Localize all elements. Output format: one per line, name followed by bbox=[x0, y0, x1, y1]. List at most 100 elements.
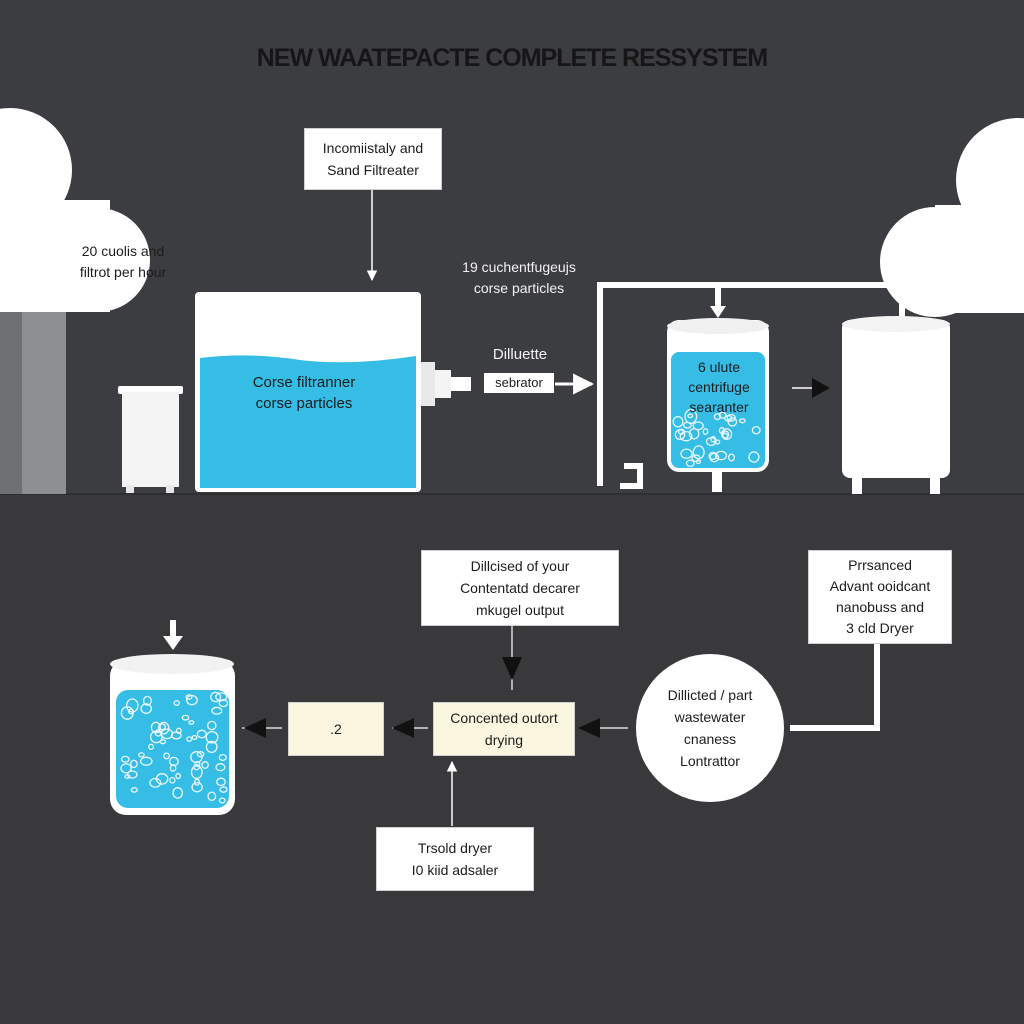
bubble bbox=[705, 436, 717, 447]
flow-arrow-mid-to-small bbox=[392, 718, 428, 738]
contractor-circle: Dillicted / part wastewater cnaness Lont… bbox=[636, 654, 784, 802]
bubble bbox=[695, 459, 702, 465]
bubble bbox=[173, 700, 180, 706]
contractor-line-3: cnaness bbox=[683, 731, 737, 747]
bubble bbox=[169, 776, 176, 784]
bubble bbox=[713, 413, 722, 421]
pipe-arrow-down-right bbox=[894, 296, 910, 308]
centrifuge-tank bbox=[667, 318, 769, 492]
bubble bbox=[191, 734, 198, 741]
output-box: Dillcised of your Contentatd decarer mku… bbox=[421, 550, 619, 626]
main-filter-tank bbox=[195, 292, 471, 492]
contractor-line-4: Lontrattor bbox=[680, 753, 740, 769]
contractor-line-1: Dillicted / part bbox=[667, 687, 753, 703]
bubble bbox=[739, 418, 746, 424]
bubble bbox=[708, 451, 718, 461]
bubble bbox=[188, 720, 195, 725]
bubble bbox=[215, 763, 226, 772]
dryer-pipe bbox=[790, 644, 880, 731]
storage-arrow-head bbox=[812, 378, 830, 398]
drying-box-line-1: Concented outort bbox=[450, 710, 558, 726]
callout-line-2: Sand Filtreater bbox=[327, 162, 419, 178]
main-tank-line-1: Corse filtranner bbox=[252, 374, 356, 391]
centrifuge-tank-line-3: searanter bbox=[689, 399, 749, 415]
bubble bbox=[679, 430, 693, 442]
bubble bbox=[718, 411, 727, 419]
drying-box-line-2: drying bbox=[484, 732, 524, 748]
bubble bbox=[724, 414, 733, 422]
bubble bbox=[138, 752, 145, 758]
bubble bbox=[210, 691, 222, 703]
bubble bbox=[727, 453, 736, 462]
left-wall-shadow bbox=[0, 312, 22, 494]
centrifuge-note: 19 cuchentfugeujs corse particles bbox=[430, 257, 608, 299]
bubble bbox=[172, 787, 184, 799]
bubble bbox=[148, 743, 155, 750]
bubble bbox=[692, 445, 705, 460]
bubble bbox=[149, 777, 162, 788]
storage-tank bbox=[842, 316, 950, 494]
rate-note-line-2: filtrot per hour bbox=[79, 264, 167, 280]
bubble bbox=[709, 452, 720, 463]
bubble bbox=[196, 729, 207, 739]
dryer-spec-line-2: Advant ooidcant bbox=[829, 578, 931, 594]
dilute-note-label: sebrator bbox=[484, 373, 554, 393]
bubble bbox=[175, 772, 181, 780]
bubble bbox=[722, 432, 729, 440]
centrifuge-tank-line-2: centrifuge bbox=[688, 379, 750, 395]
centrifuge-tank-line-1: 6 ulute bbox=[697, 359, 741, 375]
bubble bbox=[692, 421, 704, 431]
bubble bbox=[748, 451, 760, 463]
bubble bbox=[139, 756, 153, 766]
callout-line-1: Incomiistaly and bbox=[322, 140, 424, 156]
bubble bbox=[677, 428, 685, 435]
bubble bbox=[672, 415, 684, 428]
output-arrow-head bbox=[502, 657, 522, 680]
bubble bbox=[682, 421, 692, 429]
centrifuge-tank-label: 6 ulute centrifuge searanter bbox=[673, 357, 765, 417]
flow-arrow-small-to-tank bbox=[242, 718, 282, 738]
bubble bbox=[218, 753, 227, 762]
bubble bbox=[190, 765, 203, 780]
flow-arrow-circle-to-mid bbox=[578, 718, 628, 738]
small-canister-icon bbox=[118, 386, 183, 493]
bubble bbox=[702, 428, 709, 435]
bubble bbox=[685, 459, 695, 468]
stage-box: .2 bbox=[288, 702, 384, 756]
bubble bbox=[140, 703, 152, 714]
bubble bbox=[120, 763, 132, 774]
bubble bbox=[175, 727, 182, 734]
bubble bbox=[205, 740, 218, 754]
solid-dryer-line-1: Trsold dryer bbox=[417, 840, 493, 856]
drying-box: Concented outort drying bbox=[433, 702, 575, 756]
contractor-line-2: wastewater bbox=[674, 709, 746, 725]
diagram-title: NEW WAATEPACTE COMPLETE RESSYSTEM bbox=[256, 44, 769, 72]
bubble bbox=[201, 761, 209, 769]
bubble bbox=[196, 751, 205, 758]
bubble bbox=[185, 694, 198, 706]
bubble bbox=[185, 694, 193, 700]
bubble bbox=[130, 787, 138, 793]
dryer-spec-line-3: nanobuss and bbox=[836, 599, 924, 615]
bubble bbox=[216, 777, 226, 787]
bubble bbox=[680, 448, 693, 459]
centrifuge-note-line-2: corse particles bbox=[473, 280, 565, 296]
bubble bbox=[159, 739, 167, 745]
solid-dryer-box: Trsold dryer I0 kiid adsaler bbox=[376, 827, 534, 891]
bubble bbox=[751, 425, 761, 435]
sand-filter-callout: Incomiistaly and Sand Filtreater bbox=[304, 128, 442, 190]
bubble bbox=[688, 427, 700, 440]
bubble bbox=[181, 714, 190, 721]
bubble bbox=[120, 755, 130, 763]
main-tank-label: Corse filtranner corse particles bbox=[206, 372, 402, 414]
bubble bbox=[142, 695, 152, 706]
collection-tank bbox=[110, 654, 235, 815]
left-cloud-icon bbox=[0, 108, 150, 312]
dryer-spec-line-1: Prrsanced bbox=[848, 557, 912, 573]
bubble bbox=[124, 774, 131, 779]
bubble bbox=[191, 781, 203, 793]
bubble bbox=[193, 778, 201, 786]
bubble bbox=[168, 756, 179, 767]
bubble bbox=[205, 730, 219, 744]
